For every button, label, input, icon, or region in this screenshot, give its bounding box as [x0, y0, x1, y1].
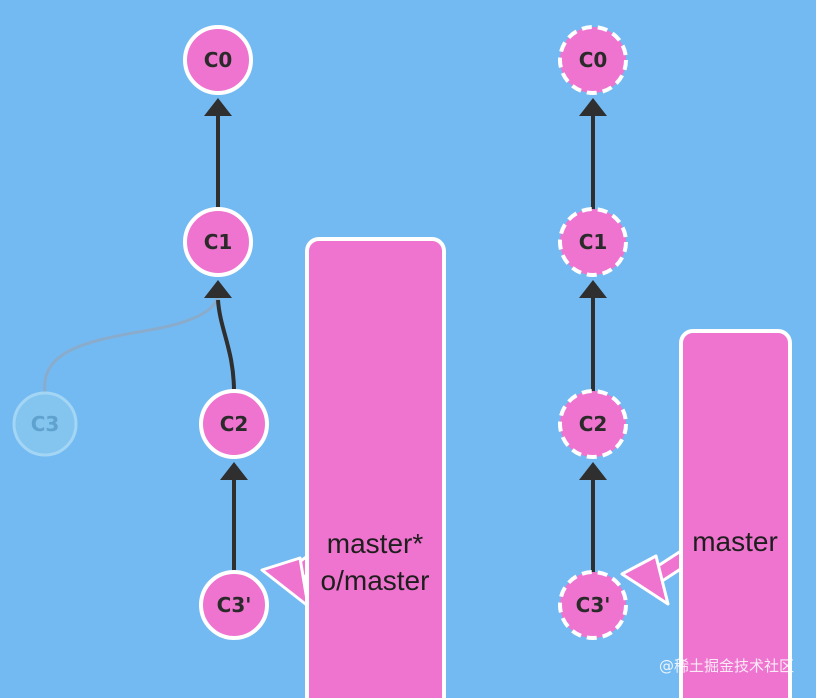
left-edge-c3prime-c2 [220, 462, 248, 574]
left-c3-ghost-label: C3 [31, 412, 60, 436]
right-commit-c0[interactable]: C0 [558, 25, 628, 95]
right-c2-label: C2 [579, 412, 608, 436]
left-commit-c1[interactable]: C1 [183, 207, 253, 277]
left-commit-c3-ghost: C3 [12, 391, 78, 457]
right-edge-c3prime-c2 [579, 462, 607, 574]
right-c1-label: C1 [579, 230, 608, 254]
watermark: @稀土掘金技术社区 [658, 657, 794, 675]
left-c2-label: C2 [220, 412, 249, 436]
left-commit-c3prime[interactable]: C3' [199, 570, 269, 640]
left-c3prime-label: C3' [217, 593, 252, 617]
right-commit-c1[interactable]: C1 [558, 207, 628, 277]
right-c3prime-label: C3' [576, 593, 611, 617]
right-branch-label-master: master [692, 526, 778, 557]
left-repo: C3 C0 C1 C2 C3' ma [12, 25, 446, 698]
left-edge-c2-c1 [204, 280, 236, 393]
left-branch-label-master: master* [327, 528, 424, 559]
left-branch-box[interactable]: master* o/master [305, 237, 446, 698]
left-branch-pointer-arrow [260, 554, 318, 608]
right-repo: C0 C1 C2 C3' master [558, 25, 792, 698]
right-c0-label: C0 [579, 48, 608, 72]
left-c0-label: C0 [204, 48, 233, 72]
right-edge-c2-c1 [579, 280, 607, 392]
right-edge-c1-c0 [579, 98, 607, 212]
left-c1-label: C1 [204, 230, 233, 254]
right-commit-c2[interactable]: C2 [558, 389, 628, 459]
left-commit-c2[interactable]: C2 [199, 389, 269, 459]
left-commit-c0[interactable]: C0 [183, 25, 253, 95]
left-edge-c1-c0 [204, 98, 232, 212]
left-branch-label-origin-master: o/master [321, 565, 430, 596]
right-commit-c3prime[interactable]: C3' [558, 570, 628, 640]
right-branch-box[interactable]: master [679, 329, 792, 698]
left-ghost-edge-c3-c1 [43, 295, 220, 393]
